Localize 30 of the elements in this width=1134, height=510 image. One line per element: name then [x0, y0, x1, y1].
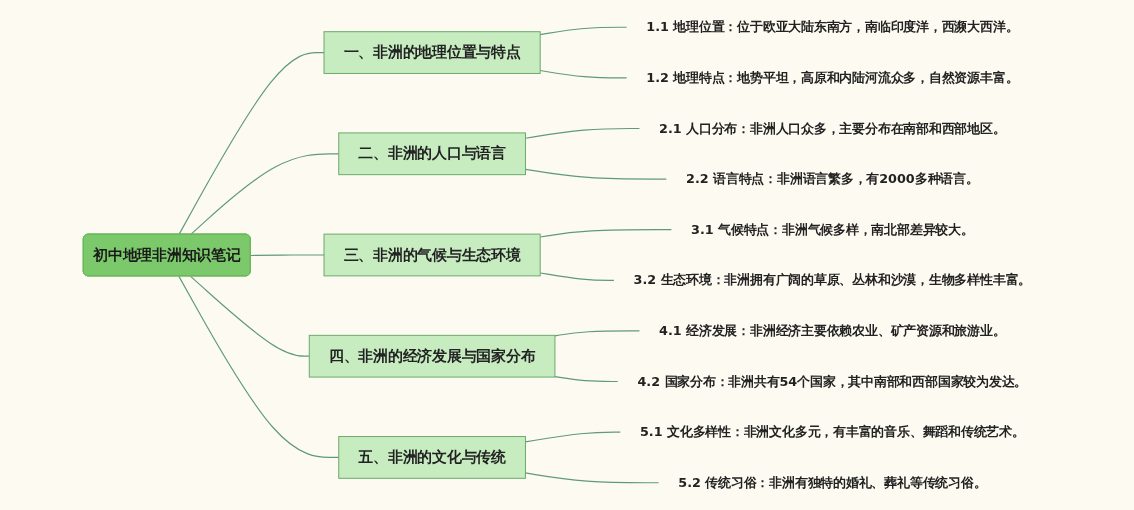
node-text: 1.2 地理特点：地势平坦，高原和内陆河流众多，自然资源丰富。 — [646, 70, 1019, 85]
node-text: 4.1 经济发展：非洲经济主要依赖农业、矿产资源和旅游业。 — [659, 323, 1006, 339]
node-text: 3.1 气候特点：非洲气候多样，南北部差异较大。 — [691, 222, 974, 237]
connector — [554, 376, 619, 383]
connector — [178, 52, 325, 236]
connector — [554, 330, 641, 337]
node-box: 三、非洲的气候与生态环境 — [323, 233, 541, 277]
node-text: 1.1 地理位置：位于欧亚大陆东南方，南临印度洋，西濒大西洋。 — [646, 19, 1019, 35]
node-text: 3.2 生态环境：非洲拥有广阔的草原、丛林和沙漠，生物多样性丰富。 — [633, 272, 1032, 288]
connector — [178, 275, 340, 458]
connector — [539, 69, 628, 79]
connector — [524, 472, 660, 484]
node-text: 5.1 文化多样性：非洲文化多元，有丰富的音乐、舞蹈和传统艺术。 — [639, 424, 1025, 440]
connector — [524, 431, 621, 443]
node-text: 5.2 传统习俗：非洲有独特的婚礼、葬礼等传统习俗。 — [678, 475, 987, 490]
node-box: 四、非洲的经济发展与国家分布 — [308, 334, 556, 378]
connector — [539, 272, 615, 281]
node-text: 2.2 语言特点：非洲语言繁多，有2000多种语言。 — [686, 171, 979, 187]
node-text: 4.2 国家分布：非洲共有54个国家，其中南部和西部国家较为发达。 — [637, 373, 1028, 389]
node-text: 2.1 人口分布：非洲人口众多，主要分布在南部和西部地区。 — [659, 120, 1006, 136]
node-box: 一、非洲的地理位置与特点 — [323, 31, 541, 74]
connector — [539, 229, 672, 238]
node-box: 五、非洲的文化与传统 — [338, 436, 526, 479]
node-box: 二、非洲的人口与语言 — [338, 132, 526, 176]
connector — [524, 168, 667, 180]
connector — [250, 254, 325, 257]
connector — [539, 26, 628, 36]
connector — [190, 275, 310, 357]
connector — [524, 127, 641, 139]
connector — [190, 153, 340, 236]
